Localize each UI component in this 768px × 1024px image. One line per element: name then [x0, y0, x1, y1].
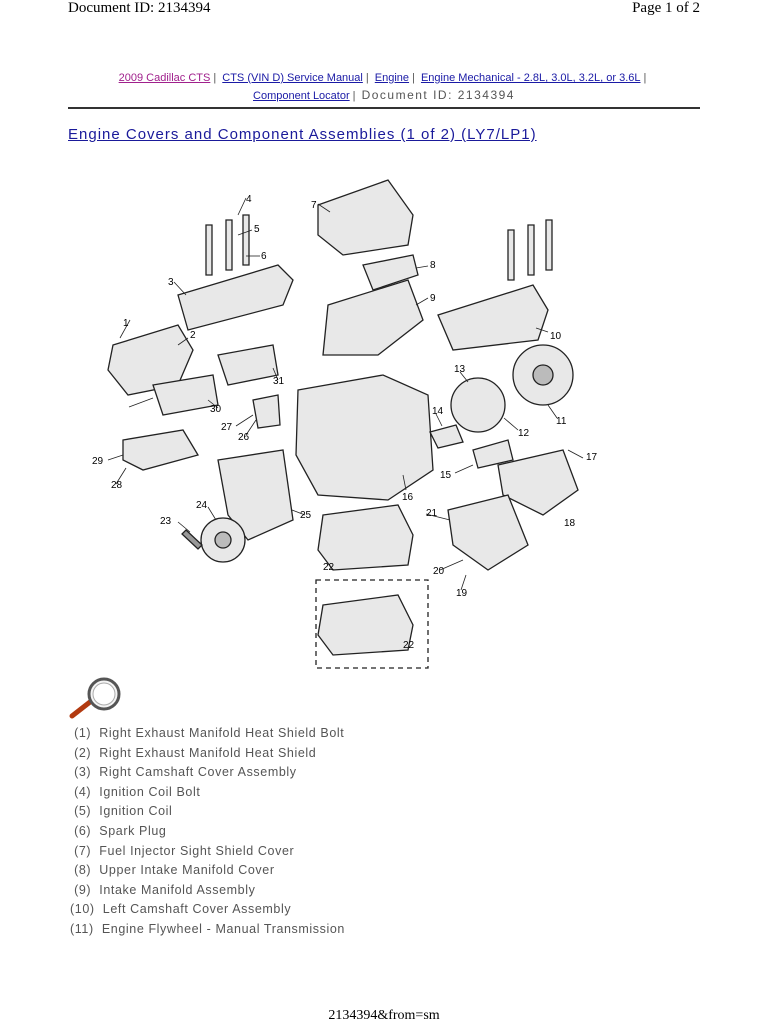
legend-item: (11) Engine Flywheel - Manual Transmissi… — [70, 921, 345, 936]
callout-label: 31 — [273, 376, 285, 387]
right-camshaft-cover-part — [177, 264, 294, 331]
callout-label: 18 — [564, 518, 576, 529]
callout-label: 15 — [440, 470, 452, 481]
callout-label: 29 — [92, 456, 104, 467]
callout-label: 5 — [254, 224, 260, 235]
callout-label: 7 — [311, 200, 317, 211]
oil-pan-detail-box — [315, 579, 429, 669]
breadcrumb-separator: | — [213, 72, 217, 84]
upper-oil-pan-part — [317, 504, 414, 571]
legend-item: (5) Ignition Coil — [70, 804, 173, 819]
legend-item: (6) Spark Plug — [70, 823, 167, 838]
sight-shield-cover-part — [317, 179, 414, 256]
callout-label: 4 — [246, 194, 252, 205]
breadcrumb-link-engine-mechanical[interactable]: Engine Mechanical - 2.8L, 3.0L, 3.2L, or… — [420, 72, 641, 84]
legend-item: (8) Upper Intake Manifold Cover — [70, 863, 275, 878]
callout-label: 2 — [190, 330, 196, 341]
legend-item: (9) Intake Manifold Assembly — [70, 882, 256, 897]
breadcrumb-link-vehicle[interactable]: 2009 Cadillac CTS — [118, 72, 211, 84]
breadcrumb-link-service-manual[interactable]: CTS (VIN D) Service Manual — [222, 72, 363, 84]
breadcrumb-separator: | — [352, 90, 356, 102]
breadcrumb-separator: | — [412, 72, 415, 84]
callout-label: 27 — [221, 422, 233, 433]
callout-label: 19 — [456, 588, 468, 599]
page-title[interactable]: Engine Covers and Component Assemblies (… — [68, 126, 537, 143]
callout-label: 3 — [168, 277, 174, 288]
callout-label: 25 — [300, 510, 312, 521]
callout-label: 30 — [210, 404, 222, 415]
legend-item: (2) Right Exhaust Manifold Heat Shield — [70, 745, 317, 760]
magnifier-zoom-icon[interactable] — [68, 676, 128, 720]
callout-label: 22 — [403, 640, 415, 651]
callout-label: 26 — [238, 432, 250, 443]
manifold-gasket-part — [152, 374, 219, 416]
engine-front-cover-part — [217, 449, 294, 541]
callout-label: 16 — [402, 492, 414, 503]
callout-label: 20 — [433, 566, 445, 577]
breadcrumb-separator: | — [365, 72, 369, 84]
bracket-15-part — [472, 439, 514, 469]
callout-label: 10 — [550, 331, 562, 342]
page-number: Page 1 of 2 — [632, 0, 700, 16]
breadcrumb-separator: | — [643, 72, 647, 84]
bracket-part — [252, 394, 281, 429]
legend-item: (3) Right Camshaft Cover Assembly — [70, 765, 297, 780]
callout-label: 17 — [586, 452, 598, 463]
left-heat-shield-part — [497, 449, 579, 516]
callout-label: 23 — [160, 516, 172, 527]
callout-label: 24 — [196, 500, 208, 511]
lower-oil-pan-part — [317, 594, 414, 656]
callout-label: 28 — [111, 480, 123, 491]
left-camshaft-cover-part — [437, 284, 549, 351]
legend-item: (4) Ignition Coil Bolt — [70, 784, 201, 799]
right-exhaust-manifold-part — [217, 344, 279, 386]
callout-label: 9 — [430, 293, 436, 304]
engine-block-part — [295, 374, 434, 501]
intake-manifold-part — [322, 279, 424, 356]
callout-label: 8 — [430, 260, 436, 271]
breadcrumb-link-component-locator[interactable]: Component Locator — [253, 90, 350, 102]
callout-label: 6 — [261, 251, 267, 262]
bracket-14-part — [429, 424, 464, 449]
callout-label: 21 — [426, 508, 438, 519]
upper-intake-cover-part — [362, 254, 419, 291]
callout-label: 22 — [323, 562, 335, 573]
left-exhaust-manifold-part — [447, 494, 529, 571]
legend-item: (10) Left Camshaft Cover Assembly — [70, 902, 292, 917]
header-divider — [68, 107, 700, 109]
component-legend: (1) Right Exhaust Manifold Heat Shield B… — [70, 724, 345, 940]
breadcrumb: 2009 Cadillac CTS| CTS (VIN D) Service M… — [68, 70, 700, 105]
timing-cover-seal-part — [122, 429, 199, 471]
page-footer-url: 2134394&from=sm — [328, 1008, 440, 1023]
legend-item: (1) Right Exhaust Manifold Heat Shield B… — [70, 726, 345, 740]
breadcrumb-link-engine[interactable]: Engine — [374, 72, 410, 84]
callout-label: 12 — [518, 428, 530, 439]
flexplate-part — [450, 377, 506, 433]
callout-label: 11 — [556, 416, 567, 427]
legend-item: (7) Fuel Injector Sight Shield Cover — [70, 843, 295, 858]
callout-label: 13 — [454, 364, 466, 375]
exploded-engine-diagram: 1 2 3 4 5 6 7 8 9 10 11 12 13 14 15 16 1… — [92, 179, 598, 669]
breadcrumb-document-id: Document ID: 2134394 — [361, 88, 515, 102]
callout-label: 14 — [432, 406, 444, 417]
callout-label: 1 — [123, 318, 129, 329]
document-id-header: Document ID: 2134394 — [68, 0, 211, 16]
ignition-coils-right-part — [205, 214, 250, 276]
